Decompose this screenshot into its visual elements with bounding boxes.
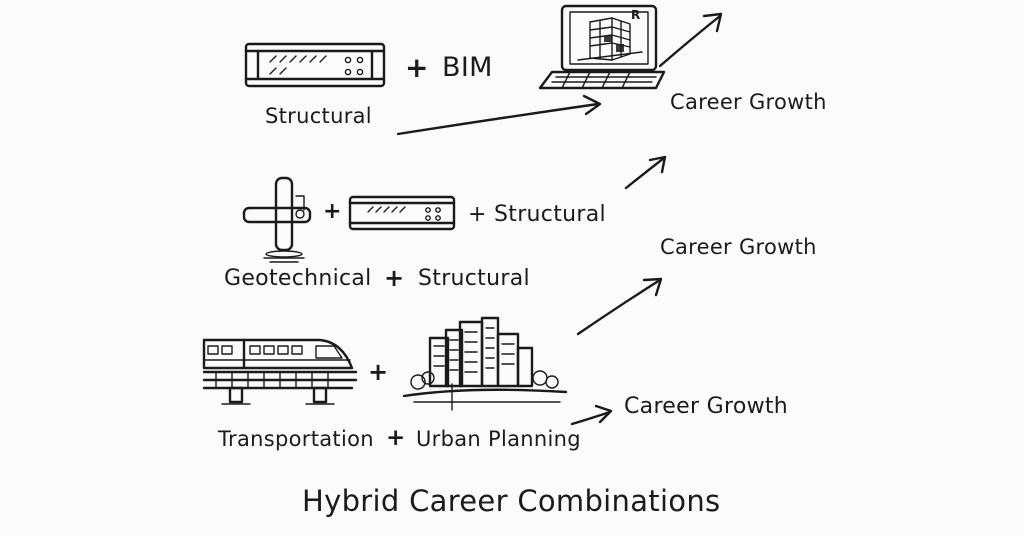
diagram-title: Hybrid Career Combinations	[302, 484, 721, 518]
row2-label-geotechnical: Geotechnical	[224, 266, 372, 291]
row2-plus-structural: + Structural	[468, 202, 606, 227]
arrow-icon	[624, 155, 667, 190]
steel-beam-icon	[348, 195, 456, 231]
row2-label-structural: Structural	[418, 266, 530, 291]
row3-plus: +	[368, 358, 389, 386]
laptop-bim-icon	[538, 4, 666, 90]
row2-outcome: Career Growth	[660, 235, 817, 259]
row1-label-bim: BIM	[442, 52, 493, 83]
row3-outcome: Career Growth	[624, 394, 789, 419]
arrow-icon	[576, 277, 663, 336]
pile-foundation-icon	[242, 176, 312, 263]
arrow-icon	[570, 404, 613, 426]
row1-label-structural: Structural	[265, 104, 372, 128]
row1-outcome: Career Growth	[670, 90, 827, 114]
row1-plus: +	[405, 51, 429, 84]
laptop-mark: R	[631, 8, 641, 22]
arrow-icon	[396, 94, 602, 136]
row2-plus-small: +	[323, 199, 342, 224]
train-viaduct-icon	[202, 338, 358, 405]
city-buildings-icon	[402, 316, 568, 411]
arrow-icon	[658, 12, 723, 68]
row3-label-urban-planning: Urban Planning	[416, 427, 581, 451]
steel-beam-icon	[244, 42, 386, 88]
row3-label-transportation: Transportation	[218, 427, 374, 451]
row3-label-plus: +	[386, 425, 406, 451]
row2-label-plus: +	[384, 264, 405, 292]
